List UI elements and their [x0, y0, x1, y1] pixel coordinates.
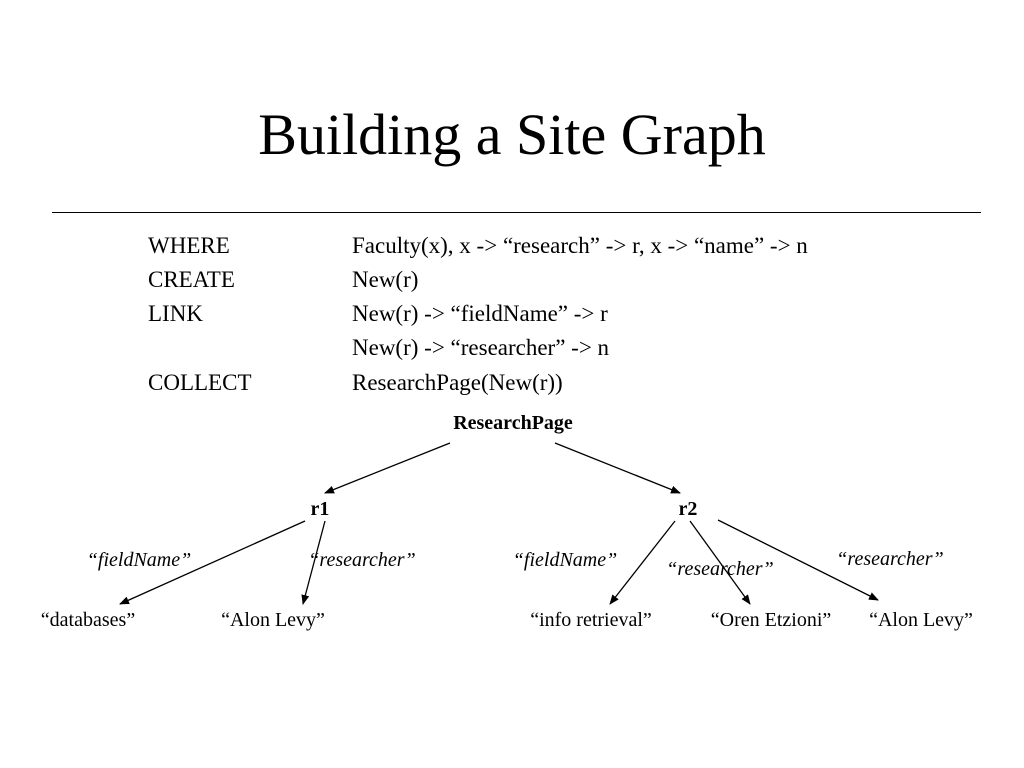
- node-r2: r2: [678, 498, 698, 520]
- leaf-oren-etzioni: “Oren Etzioni”: [710, 609, 832, 631]
- edge-r2-to-alon-levy: [717, 519, 879, 601]
- edge-label-r2-researcher-2: “researcher”: [836, 548, 944, 570]
- query-expression: Faculty(x), x -> “research” -> r, x -> “…: [352, 233, 808, 258]
- edge-root-to-r2: [554, 442, 681, 494]
- edge-r1-to-alon-levy: [301, 520, 326, 605]
- edge-r1-to-databases: [119, 520, 306, 605]
- query-expression: New(r): [352, 267, 419, 292]
- query-expression: New(r) -> “researcher” -> n: [352, 335, 610, 360]
- edge-r2-to-info-retrieval: [609, 520, 676, 605]
- edge-label-r1-fieldname: “fieldName”: [86, 549, 192, 571]
- node-research-page: ResearchPage: [453, 412, 573, 434]
- edge-label-r1-researcher: “researcher”: [308, 549, 416, 571]
- edge-label-r2-researcher-1: “researcher”: [666, 558, 774, 580]
- query-keyword: COLLECT: [148, 370, 252, 395]
- leaf-info-retrieval: “info retrieval”: [530, 609, 652, 631]
- leaf-alon-levy-2: “Alon Levy”: [869, 609, 973, 631]
- edge-root-to-r1: [324, 442, 451, 494]
- query-keyword: CREATE: [148, 267, 235, 292]
- slide-title: Building a Site Graph: [258, 102, 766, 167]
- leaf-alon-levy-1: “Alon Levy”: [221, 609, 325, 631]
- title-divider: [52, 212, 981, 213]
- query-keyword: WHERE: [148, 233, 230, 258]
- edge-r2-to-oren-etzioni: [689, 520, 751, 605]
- query-keyword: LINK: [148, 301, 203, 326]
- query-expression: ResearchPage(New(r)): [352, 370, 563, 395]
- leaf-databases: “databases”: [40, 609, 136, 631]
- edge-label-r2-fieldname: “fieldName”: [512, 549, 618, 571]
- node-r1: r1: [310, 498, 330, 520]
- query-expression: New(r) -> “fieldName” -> r: [352, 301, 608, 326]
